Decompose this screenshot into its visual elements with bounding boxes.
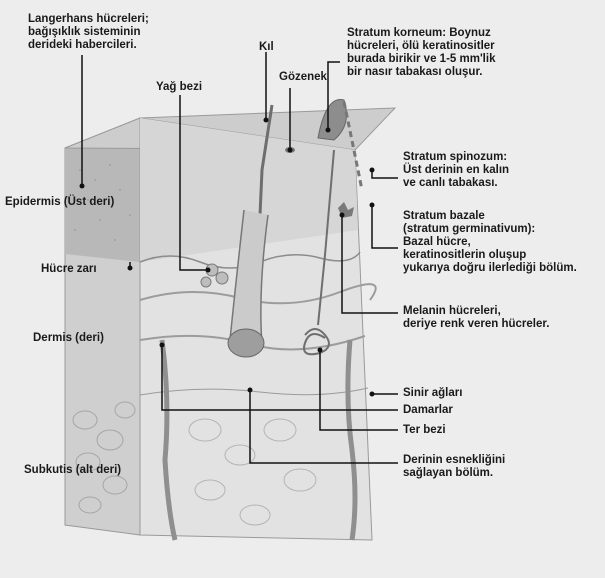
vessel-network-upper	[139, 283, 377, 305]
leader-melanin	[341, 215, 398, 314]
leader-esneklik	[249, 390, 398, 464]
label-hucre-zari: Hücre zarı	[41, 263, 97, 275]
sebaceous-gland	[200, 263, 229, 288]
leader-dots	[79, 117, 375, 397]
epidermis-front	[140, 118, 358, 262]
left-vertical-vessel	[159, 339, 178, 541]
label-ter-bezi: Ter bezi	[403, 424, 446, 436]
label-stratum-spinozum: Stratum spinozum: Üst derinin en kalın v…	[403, 151, 510, 189]
label-esneklik: Derinin esnekliğini sağlayan bölüm.	[403, 454, 506, 479]
leader-yag-bezi	[179, 95, 208, 271]
label-langerhans: Langerhans hücreleri; bağışıklık sistemi…	[28, 13, 149, 51]
label-damarlar: Damarlar	[403, 404, 453, 416]
dermis-boundary	[139, 387, 369, 396]
side-fat-cells	[72, 401, 136, 514]
label-epidermis: Epidermis (Üst deri)	[5, 196, 115, 208]
label-dermis: Dermis (deri)	[33, 332, 104, 344]
label-gozenek: Gözenek	[279, 71, 327, 83]
label-stratum-bazale: Stratum bazale (stratum germinativum): B…	[403, 210, 577, 274]
label-subkutis: Subkutis (alt deri)	[24, 464, 122, 476]
label-melanin: Melanin hücreleri, deriye renk veren hüc…	[403, 305, 550, 330]
leader-stratum-bazale	[371, 205, 398, 249]
epidermis-side-band	[65, 118, 140, 262]
label-kil: Kıl	[259, 41, 274, 53]
leader-ter-bezi	[319, 350, 398, 431]
label-sinir-aglari: Sinir ağları	[403, 387, 463, 399]
leader-stratum-spinozum	[371, 170, 398, 179]
front-fat-cells	[188, 418, 317, 526]
side-epidermis-texture	[74, 164, 131, 241]
label-yag-bezi: Yağ bezi	[156, 81, 203, 93]
leader-lines	[81, 52, 398, 464]
leader-stratum-korneum	[327, 61, 340, 130]
right-dashed-boundary	[342, 101, 364, 191]
corneum-flake	[317, 99, 347, 141]
right-vertical-vessel	[345, 339, 358, 541]
label-stratum-korneum: Stratum korneum: Boynuz hücreleri, ölü k…	[347, 27, 496, 78]
hair-bulb	[227, 328, 265, 358]
